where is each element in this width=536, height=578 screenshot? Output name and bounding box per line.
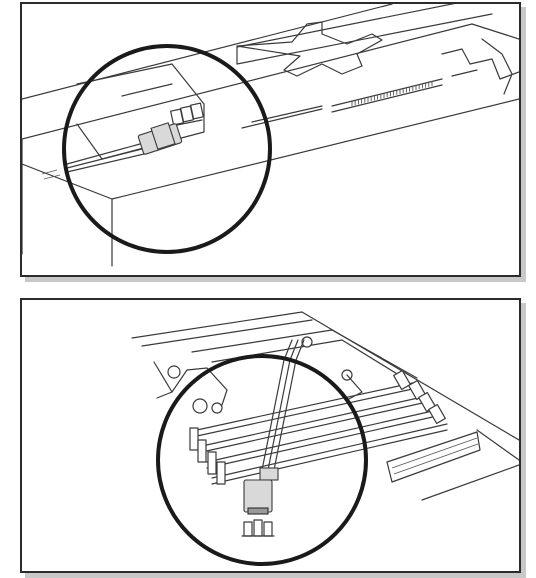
cable	[261, 339, 293, 471]
pcie-teeth	[351, 81, 433, 106]
graphics-card	[22, 4, 519, 267]
panel-gpu-connector	[20, 2, 521, 277]
cable-plug	[243, 479, 273, 513]
memory-slots	[189, 369, 448, 485]
cooler-cross	[236, 21, 383, 77]
power-connector	[386, 431, 481, 483]
header-pins	[241, 519, 275, 537]
gpu-illustration	[22, 4, 519, 267]
gpu-header-detail	[66, 63, 205, 173]
cable	[66, 143, 141, 165]
mounting-posts	[167, 336, 353, 414]
motherboard-header-detail	[241, 339, 305, 537]
panel-motherboard-connector	[20, 298, 521, 573]
zoom-callout	[62, 44, 272, 254]
header-pins	[170, 102, 204, 127]
motherboard-illustration	[131, 311, 519, 566]
zoom-callout	[156, 354, 368, 566]
motherboard	[131, 311, 519, 501]
